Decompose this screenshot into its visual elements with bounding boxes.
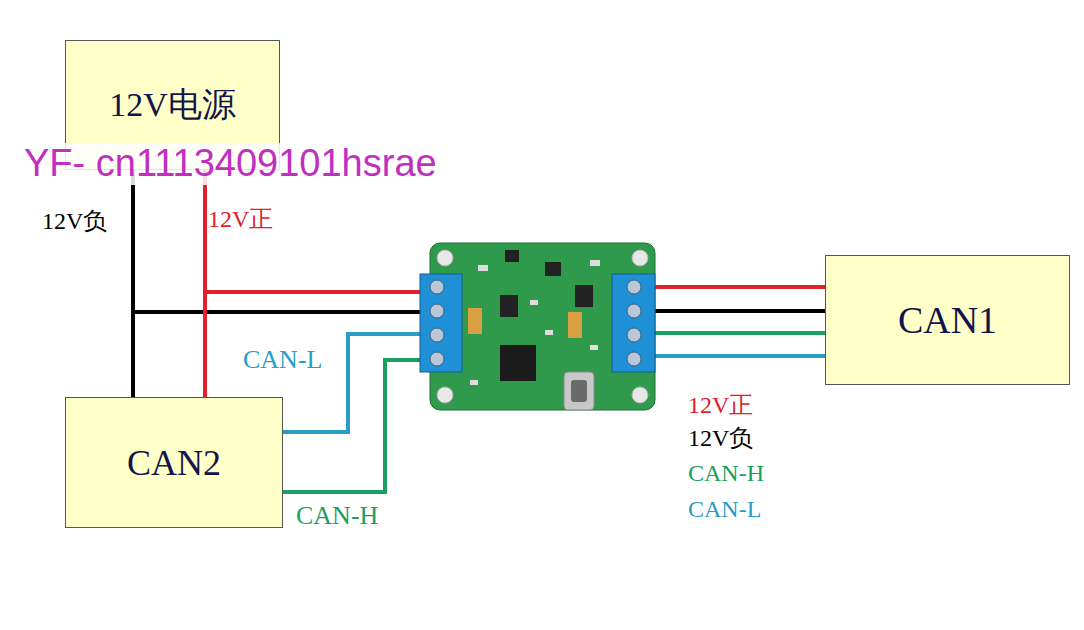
power-positive-wire [205, 290, 420, 294]
signal-name: CAN-H [296, 502, 378, 531]
signal-name: CAN-H [688, 460, 764, 486]
power-wire [203, 170, 207, 397]
device-box: CAN1 [825, 255, 1070, 385]
box-label: CAN1 [898, 298, 997, 342]
power-wire [131, 170, 135, 397]
can-h-wire [655, 331, 825, 335]
power-negative-wire [655, 309, 825, 313]
power-positive-wire [655, 285, 825, 289]
wire-label: 12V负 [42, 208, 107, 234]
watermark: YF- cn1113409101hsrae [22, 143, 439, 185]
box-label: 12V电源 [109, 82, 236, 128]
power-negative-wire [133, 310, 420, 314]
wire-label: 12V正 [208, 206, 273, 232]
signal-name: CAN-L [688, 496, 761, 522]
can-h-wire [283, 360, 420, 492]
device-box: CAN2 [65, 397, 283, 528]
signal-name: 12V正 [688, 392, 753, 418]
box-label: CAN2 [127, 442, 221, 484]
circuit-board [420, 243, 655, 410]
signal-name: CAN-L [243, 346, 322, 375]
signal-name: 12V负 [688, 425, 753, 451]
can-l-wire [655, 354, 825, 358]
